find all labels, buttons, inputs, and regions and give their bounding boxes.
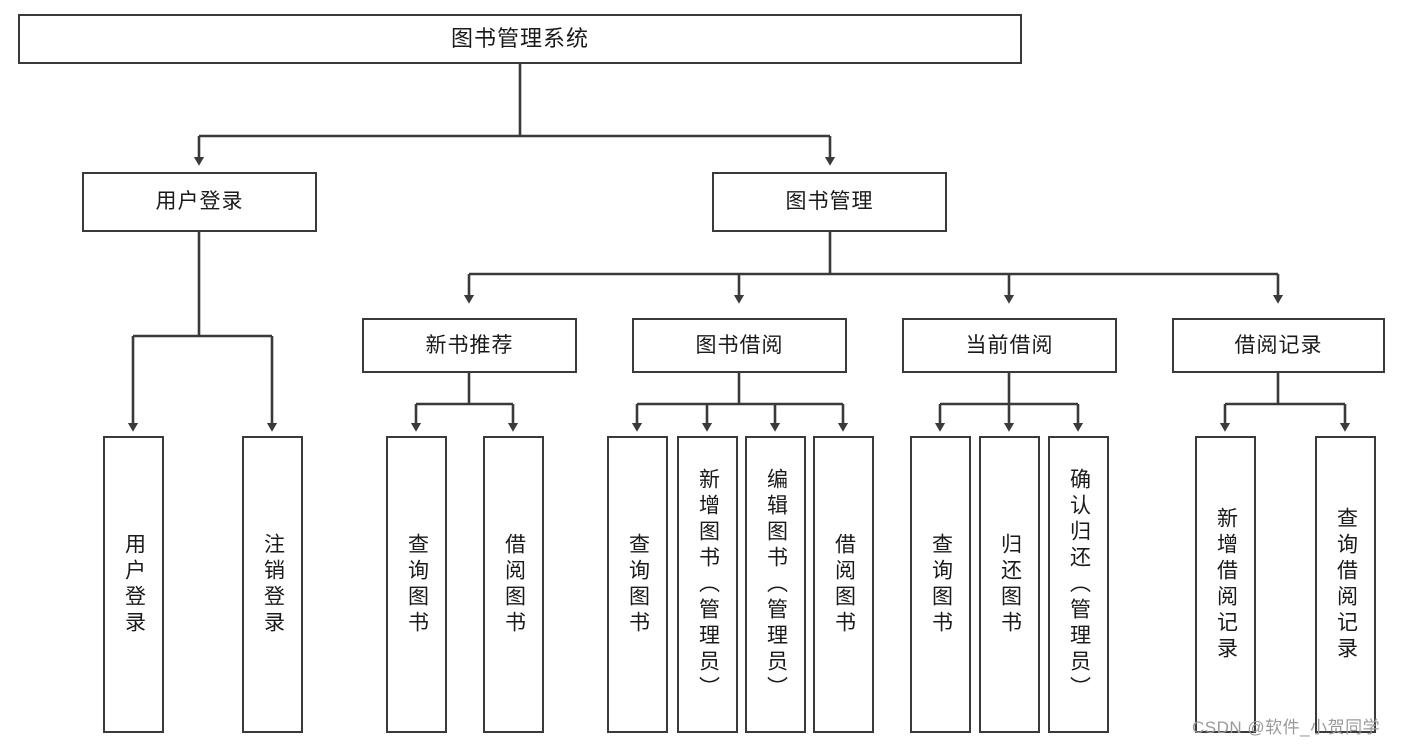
node-label: 查询借阅记录 [1334, 506, 1358, 663]
node-leaf-user-login[interactable]: 用户登录 [103, 436, 164, 733]
node-label: 查询图书 [929, 532, 953, 637]
node-label: 图书借阅 [695, 333, 784, 357]
node-label: 借阅图书 [832, 532, 856, 637]
node-label: 编辑图书（管理员） [764, 467, 788, 702]
node-new-book-recommend[interactable]: 新书推荐 [362, 318, 577, 373]
node-leaf-add-book[interactable]: 新增图书（管理员） [677, 436, 738, 733]
node-label: 用户登录 [122, 532, 146, 637]
node-label: 注销登录 [261, 532, 285, 637]
node-label: 新增借阅记录 [1214, 506, 1238, 663]
node-label: 新书推荐 [425, 333, 514, 357]
node-label: 图书管理系统 [450, 25, 589, 51]
node-leaf-query-book-1[interactable]: 查询图书 [386, 436, 447, 733]
node-label: 新增图书（管理员） [696, 467, 720, 702]
node-label: 借阅图书 [502, 532, 526, 637]
node-user-login[interactable]: 用户登录 [82, 172, 317, 232]
node-leaf-confirm-return[interactable]: 确认归还（管理员） [1048, 436, 1109, 733]
node-leaf-edit-book[interactable]: 编辑图书（管理员） [745, 436, 806, 733]
node-leaf-logout-login[interactable]: 注销登录 [242, 436, 303, 733]
node-root-system[interactable]: 图书管理系统 [18, 14, 1022, 64]
node-label: 查询图书 [405, 532, 429, 637]
node-book-management[interactable]: 图书管理 [712, 172, 947, 232]
node-label: 归还图书 [998, 532, 1022, 637]
node-current-borrow[interactable]: 当前借阅 [902, 318, 1117, 373]
node-leaf-borrow-book-2[interactable]: 借阅图书 [813, 436, 874, 733]
node-label: 确认归还（管理员） [1067, 467, 1091, 702]
node-borrow-record[interactable]: 借阅记录 [1172, 318, 1385, 373]
node-leaf-query-book-3[interactable]: 查询图书 [910, 436, 971, 733]
node-label: 用户登录 [155, 190, 244, 214]
node-leaf-borrow-book-1[interactable]: 借阅图书 [483, 436, 544, 733]
node-label: 当前借阅 [965, 333, 1054, 357]
node-leaf-return-book[interactable]: 归还图书 [979, 436, 1040, 733]
node-book-borrow[interactable]: 图书借阅 [632, 318, 847, 373]
node-label: 图书管理 [785, 190, 874, 214]
node-label: 查询图书 [626, 532, 650, 637]
node-label: 借阅记录 [1234, 333, 1323, 357]
node-leaf-query-book-2[interactable]: 查询图书 [607, 436, 668, 733]
node-leaf-add-record[interactable]: 新增借阅记录 [1195, 436, 1256, 733]
node-leaf-query-record[interactable]: 查询借阅记录 [1315, 436, 1376, 733]
